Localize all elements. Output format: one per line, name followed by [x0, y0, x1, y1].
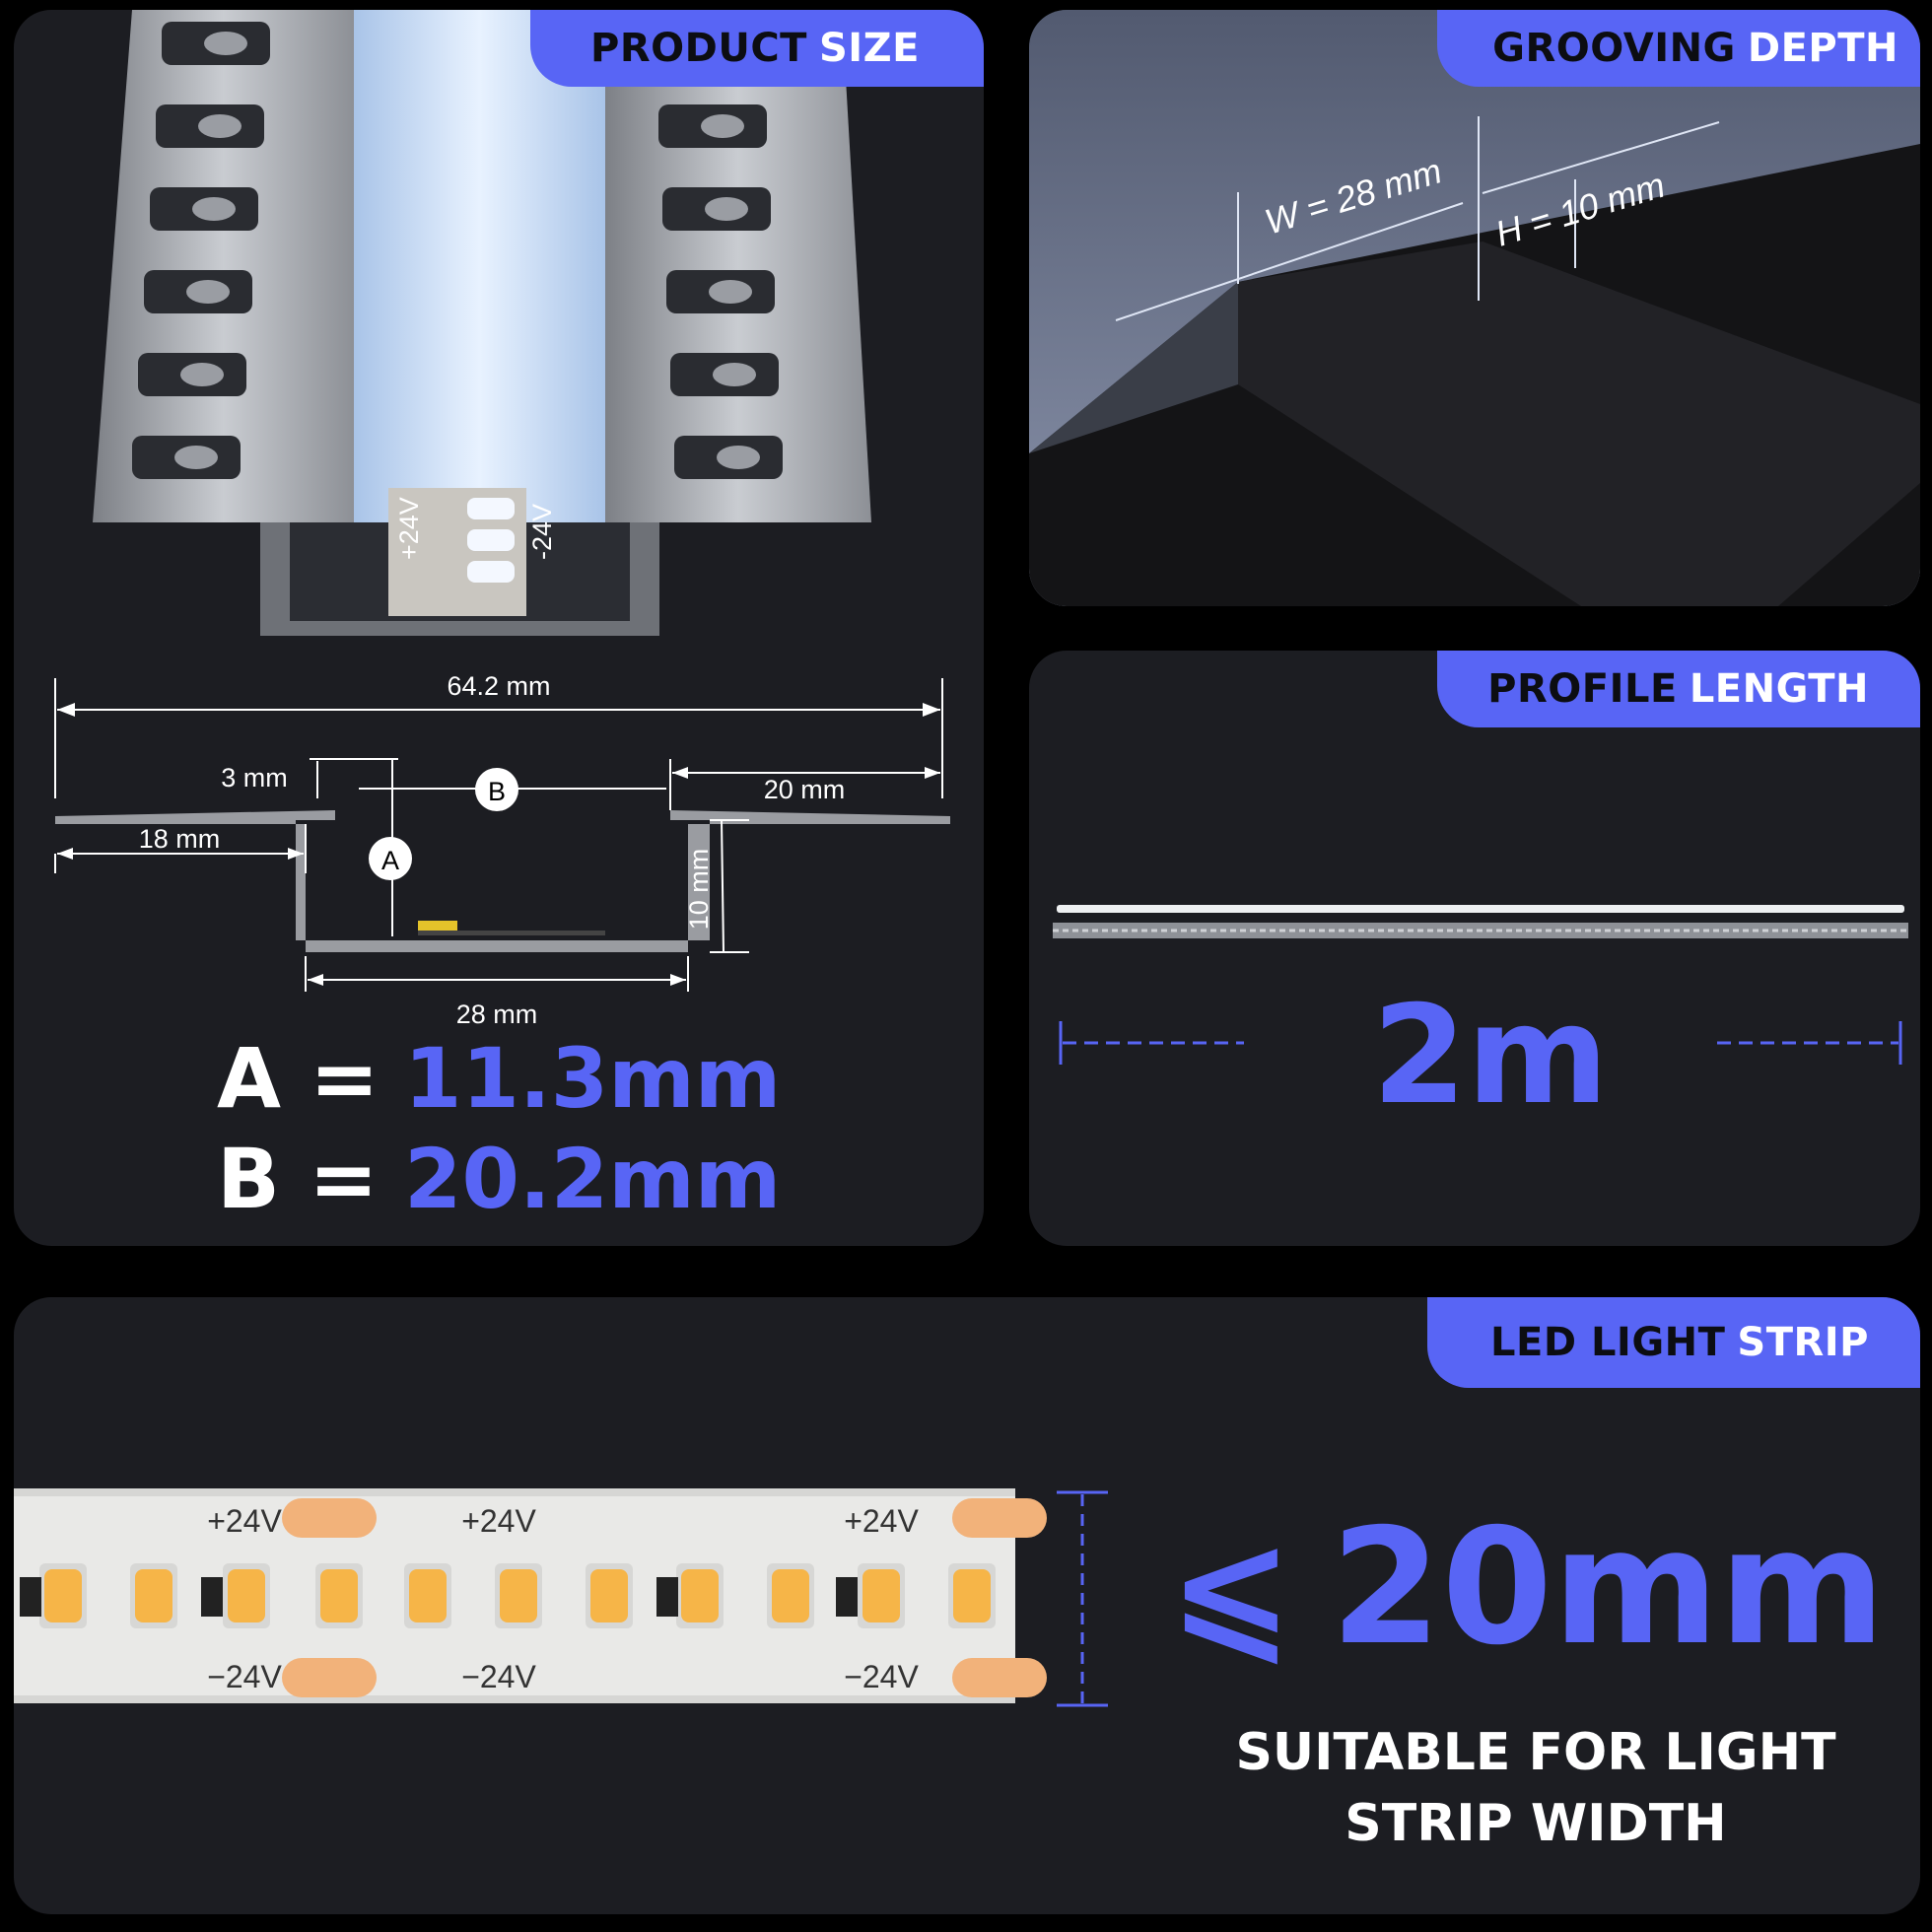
led-chip [500, 1569, 537, 1622]
marker-a-circle [369, 837, 412, 880]
resistor [656, 1577, 678, 1617]
mounting-hole [717, 446, 760, 469]
mounting-hole [174, 446, 218, 469]
plus-voltage-label: +24V [207, 1503, 282, 1539]
mounting-hole [180, 363, 224, 386]
led-chip [953, 1569, 991, 1622]
mounting-hole [198, 114, 242, 138]
led-strip-components: +24V +24V +24V −24V −24V −24V [20, 1498, 1047, 1697]
dimension-b-label: B = [217, 1131, 379, 1227]
strip-width-caption: SUITABLE FOR LIGHT STRIP WIDTH [1191, 1717, 1881, 1859]
plus-voltage-label: +24V [461, 1503, 536, 1539]
length-dimension-line [1059, 1021, 1902, 1065]
led-strip-panel: +24V +24V +24V −24V −24V −24V LED LIGHT STRIP [14, 1297, 1920, 1914]
dimension-b-row: B = 20.2mm [217, 1138, 781, 1220]
mounting-hole [186, 280, 230, 304]
led-chip [228, 1569, 265, 1622]
channel-width-label: 28 mm [456, 1000, 538, 1029]
tab-profile-length: PROFILE LENGTH [1437, 651, 1920, 727]
tab-product-size-word2: SIZE [818, 26, 920, 71]
profile-length-panel: PROFILE LENGTH [1029, 651, 1920, 1246]
cross-section-drawing [54, 678, 950, 992]
right-flange-label: 20 mm [764, 775, 846, 804]
strip-width-number: 20mm [1330, 1495, 1886, 1681]
led-chip [409, 1569, 447, 1622]
resistor [20, 1577, 41, 1617]
diffuser-bar [1057, 905, 1904, 913]
mounting-hole [709, 280, 752, 304]
tab-led-strip-word2: STRIP [1737, 1320, 1869, 1365]
plus-voltage-label: +24V [844, 1503, 919, 1539]
tab-led-light-strip: LED LIGHT STRIP [1427, 1297, 1920, 1388]
tab-grooving-depth-word2: DEPTH [1747, 26, 1898, 71]
dimension-b-value: 20.2mm [404, 1131, 782, 1227]
dimension-a-label: A = [217, 1030, 380, 1127]
led-chip [772, 1569, 809, 1622]
resistor [201, 1577, 223, 1617]
minus-voltage-label: −24V [461, 1659, 536, 1694]
channel-depth-label: 10 mm [684, 849, 714, 931]
marker-a: A [381, 846, 399, 875]
groove-dimension-lines [1115, 116, 1720, 321]
grooving-depth-illustration: W = 28 mm H = 10 mm [1029, 10, 1920, 606]
solder-pad [282, 1658, 377, 1697]
mounting-hole [204, 32, 247, 55]
left-flange-label: 18 mm [139, 824, 221, 854]
led-chip [135, 1569, 172, 1622]
lip-height-label: 3 mm [221, 763, 288, 793]
strip-minus-label: -24V [527, 504, 557, 560]
dimension-a-row: A = 11.3mm [217, 1037, 781, 1120]
tab-grooving-depth: GROOVING DEPTH [1437, 10, 1920, 87]
led-chip [862, 1569, 900, 1622]
led-chip [590, 1569, 628, 1622]
tab-profile-length-word1: PROFILE [1487, 666, 1678, 712]
mounting-hole [701, 114, 744, 138]
resistor [836, 1577, 858, 1617]
profile-length-value: 2m [1372, 976, 1609, 1135]
led-chip [320, 1569, 358, 1622]
marker-b: B [488, 777, 506, 806]
aluminium-profile-render [93, 10, 871, 636]
tab-led-strip-word1: LED LIGHT [1490, 1320, 1726, 1365]
strip-plus-label: +24V [394, 497, 424, 560]
caption-line-1: SUITABLE FOR LIGHT [1235, 1723, 1836, 1782]
dimension-a-value: 11.3mm [404, 1030, 782, 1127]
mounting-hole [192, 197, 236, 221]
strip-width-value: ⩽20mm [1169, 1508, 1886, 1668]
tab-grooving-depth-word1: GROOVING [1492, 26, 1736, 71]
strip-width-dimension [1057, 1490, 1108, 1707]
mounting-hole [705, 197, 748, 221]
mounting-hole [713, 363, 756, 386]
caption-line-2: STRIP WIDTH [1345, 1794, 1727, 1853]
solder-pad [952, 1498, 1047, 1538]
mounting-slots [132, 22, 783, 479]
overall-width-label: 64.2 mm [447, 671, 550, 701]
tab-profile-length-word2: LENGTH [1689, 666, 1869, 712]
less-than-or-equal-icon: ⩽ [1169, 1506, 1293, 1678]
minus-voltage-label: −24V [207, 1659, 282, 1694]
grooving-depth-panel: W = 28 mm H = 10 mm GROOVING DEPTH [1029, 10, 1920, 606]
tab-product-size-word1: PRODUCT [590, 26, 807, 71]
product-size-illustration: +24V -24V [54, 10, 950, 1029]
profile-length-illustration [1053, 905, 1908, 1065]
product-size-panel: +24V -24V [14, 10, 984, 1246]
solder-pad [282, 1498, 377, 1538]
led-chip [681, 1569, 719, 1622]
solder-pad [952, 1658, 1047, 1697]
minus-voltage-label: −24V [844, 1659, 919, 1694]
marker-b-circle [475, 768, 518, 811]
tab-product-size: PRODUCT SIZE [530, 10, 984, 87]
led-chip [44, 1569, 82, 1622]
led-strip-illustration: +24V +24V +24V −24V −24V −24V [14, 1488, 1108, 1707]
